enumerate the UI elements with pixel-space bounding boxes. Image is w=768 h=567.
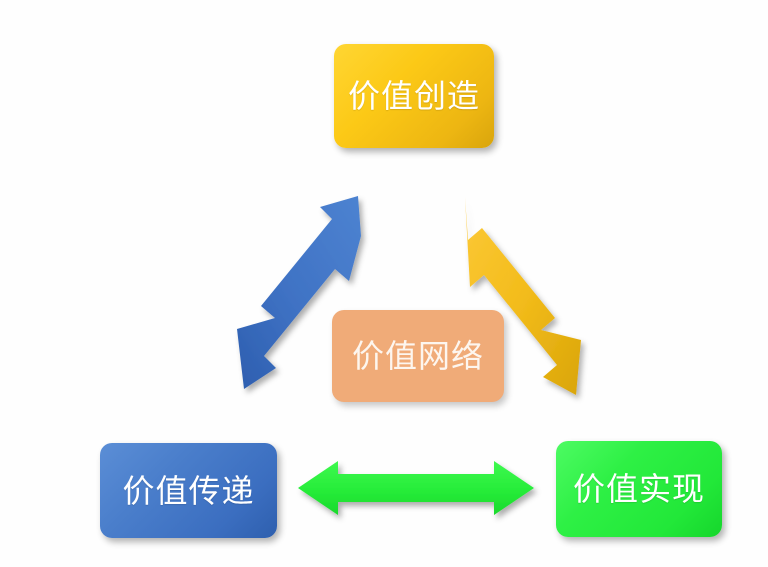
connector-delivery-creation-arrow: [237, 196, 361, 389]
node-value-creation[interactable]: 价值创造: [334, 44, 494, 148]
node-value-network-label: 价值网络: [351, 338, 484, 374]
connector-delivery-realization-arrow: [298, 461, 534, 515]
node-value-realization-label: 价值实现: [572, 471, 705, 507]
node-value-creation-label: 价值创造: [347, 78, 480, 114]
node-value-delivery-label: 价值传递: [122, 472, 255, 509]
connector-creation-realization-arrow: [465, 197, 581, 395]
node-value-network[interactable]: 价值网络: [332, 310, 504, 402]
node-value-realization[interactable]: 价值实现: [556, 441, 722, 537]
node-value-delivery[interactable]: 价值传递: [100, 443, 277, 538]
